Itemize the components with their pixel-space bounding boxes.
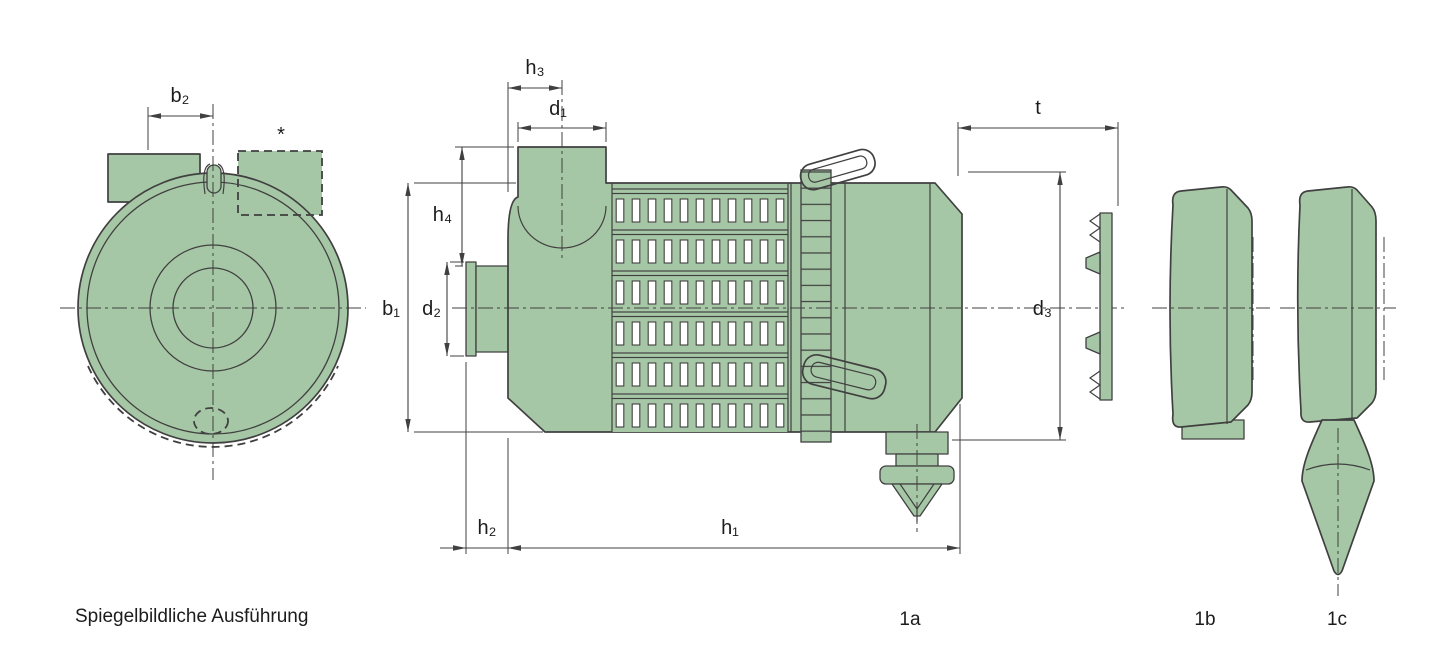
front-view: b₂ * [60, 85, 366, 480]
mounting-bracket-profile [1085, 212, 1113, 401]
part-label-1b: 1b [1194, 609, 1215, 630]
dim-label-b2: b₂ [171, 85, 190, 107]
dimension-d2: d₂ [422, 261, 464, 357]
mirror-tab-dashed [237, 150, 323, 216]
part-1c-view [1280, 185, 1396, 596]
dimension-d1: d₁ [517, 98, 607, 142]
dim-label-h1: h₁ [721, 517, 739, 539]
part-label-1a: 1a [899, 609, 921, 630]
mirror-marker-asterisk: * [277, 124, 285, 146]
latch-strip [800, 169, 832, 443]
dimension-b1: b₁ [382, 182, 543, 433]
outlet-flange [465, 261, 477, 357]
dimension-h3: h₃ [507, 57, 562, 192]
mirror-version-note: Spiegelbildliche Ausführung [75, 606, 308, 627]
dimension-h1: h₁ [508, 404, 961, 554]
dim-label-h3: h₃ [525, 57, 544, 79]
dust-ejector [879, 424, 955, 532]
dimension-b2: b₂ [147, 85, 213, 150]
dimension-h2: h₂ [440, 362, 534, 554]
top-latch-detail [203, 163, 225, 195]
dim-label-b1: b₁ [382, 298, 400, 320]
part-1b-view [1152, 185, 1270, 440]
side-view: h₃ d₁ h₄ b₁ d₂ [382, 57, 1128, 554]
outlet-pipe [475, 265, 509, 353]
filter-element-mesh [612, 187, 788, 432]
dim-label-h2: h₂ [478, 517, 497, 539]
end-cover-1b [1169, 185, 1253, 428]
dim-label-h4: h₄ [433, 204, 452, 226]
dim-label-d3: d₃ [1033, 298, 1052, 320]
dust-collector-cone [1301, 419, 1375, 576]
end-cover-1c [1296, 185, 1377, 423]
dimension-h4: h₄ [433, 146, 514, 267]
dimension-d3: d₃ [952, 171, 1066, 441]
clamp-bail-top [799, 148, 876, 191]
mirror-drain-dashed [193, 407, 229, 435]
part-label-1c: 1c [1327, 609, 1347, 630]
dim-label-d1: d₁ [549, 98, 567, 120]
captions: Spiegelbildliche Ausführung 1a 1b 1c [75, 606, 1347, 630]
clamp-bail-bottom [801, 353, 887, 400]
dimension-t: t [957, 97, 1119, 206]
dim-label-t: t [1035, 97, 1041, 119]
dim-label-d2: d₂ [422, 298, 441, 320]
